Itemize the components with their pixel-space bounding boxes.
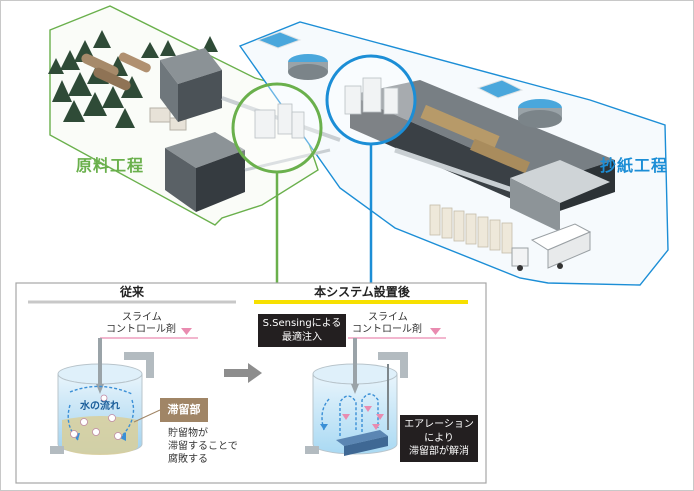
after-tank	[305, 338, 408, 456]
forest-trees	[48, 30, 218, 128]
after-dosing-label-2: コントロール剤	[352, 324, 422, 335]
stagnation-note-1: 貯留物が	[168, 428, 208, 439]
paper-buildings	[256, 31, 615, 271]
sensing-label-1: S.Sensingによる	[262, 318, 342, 329]
sensing-label-2: 最適注入	[282, 331, 322, 343]
paper-process-label: 抄紙工程	[600, 156, 669, 175]
before-dosing-label-2: コントロール剤	[106, 324, 176, 335]
before-header: 従来	[119, 285, 144, 299]
aeration-box: エアレーション により 滞留部が解消	[400, 415, 478, 462]
aeration-label-1: エアレーション	[404, 419, 474, 430]
aeration-label-3: 滞留部が解消	[409, 446, 469, 457]
aeration-label-2: により	[424, 432, 454, 444]
transition-arrow	[224, 363, 262, 383]
before-tank	[50, 338, 154, 455]
after-dose-marker	[430, 328, 441, 335]
water-flow-label: 水の流れ	[80, 401, 120, 412]
after-dosing-label-1: スライム	[368, 312, 408, 323]
stagnation-note-2: 滞留することで	[168, 441, 238, 452]
raw-highlight-equipment	[254, 103, 305, 139]
raw-buildings	[160, 48, 341, 212]
log-piles	[81, 52, 187, 131]
raw-highlight-circle	[231, 82, 323, 174]
before-dose-marker	[181, 328, 192, 335]
sensing-box: S.Sensingによる 最適注入	[258, 314, 346, 347]
stagnation-box: 滞留部	[160, 398, 208, 422]
stagnation-pointer	[133, 409, 161, 423]
stagnation-note-3: 腐敗する	[168, 454, 208, 465]
paper-highlight-equipment	[344, 77, 399, 115]
raw-process-label: 原料工程	[76, 156, 145, 175]
before-dosing-label-1: スライム	[122, 312, 162, 323]
after-header: 本システム設置後	[314, 285, 410, 299]
